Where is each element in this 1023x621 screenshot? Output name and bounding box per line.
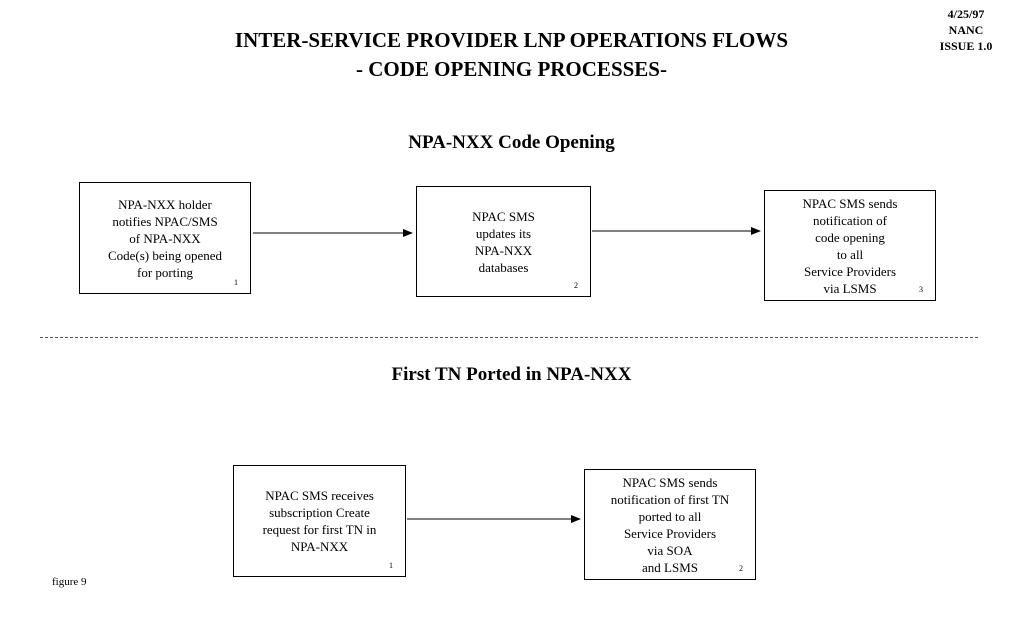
meta-date: 4/25/97: [947, 7, 985, 21]
step-box-1-2: NPAC SMS updates its NPA-NXX databases 2: [416, 186, 591, 297]
meta-issue: ISSUE 1.0: [939, 39, 993, 53]
title-line-2: - CODE OPENING PROCESSES-: [356, 57, 667, 81]
section-title-code-opening: NPA-NXX Code Opening: [408, 132, 615, 153]
title-line-1: INTER-SERVICE PROVIDER LNP OPERATIONS FL…: [234, 28, 789, 52]
step-number: 2: [739, 564, 743, 573]
step-box-2-2: NPAC SMS sends notification of first TN …: [584, 469, 756, 580]
section-divider: [40, 337, 978, 338]
step-label: NPAC SMS sends notification of first TN …: [610, 474, 730, 575]
step-number: 1: [234, 278, 238, 287]
step-label: NPA-NXX holder notifies NPAC/SMS of NPA-…: [107, 196, 223, 280]
step-label: NPAC SMS updates its NPA-NXX databases: [472, 208, 535, 275]
step-box-1-1: NPA-NXX holder notifies NPAC/SMS of NPA-…: [79, 182, 251, 294]
step-label: NPAC SMS receives subscription Create re…: [262, 488, 377, 554]
step-number: 3: [919, 285, 923, 294]
page-title: INTER-SERVICE PROVIDER LNP OPERATIONS FL…: [0, 26, 1023, 84]
step-label: NPAC SMS sends notification of code open…: [802, 195, 898, 296]
section-title-first-tn-ported: First TN Ported in NPA-NXX: [391, 364, 632, 385]
step-number: 2: [574, 281, 578, 290]
document-meta: 4/25/97 NANC ISSUE 1.0: [921, 6, 1011, 54]
step-box-1-3: NPAC SMS sends notification of code open…: [764, 190, 936, 301]
step-box-2-1: NPAC SMS receives subscription Create re…: [233, 465, 406, 577]
step-number: 1: [389, 561, 393, 570]
meta-org: NANC: [948, 23, 984, 37]
figure-label: figure 9: [52, 576, 87, 588]
